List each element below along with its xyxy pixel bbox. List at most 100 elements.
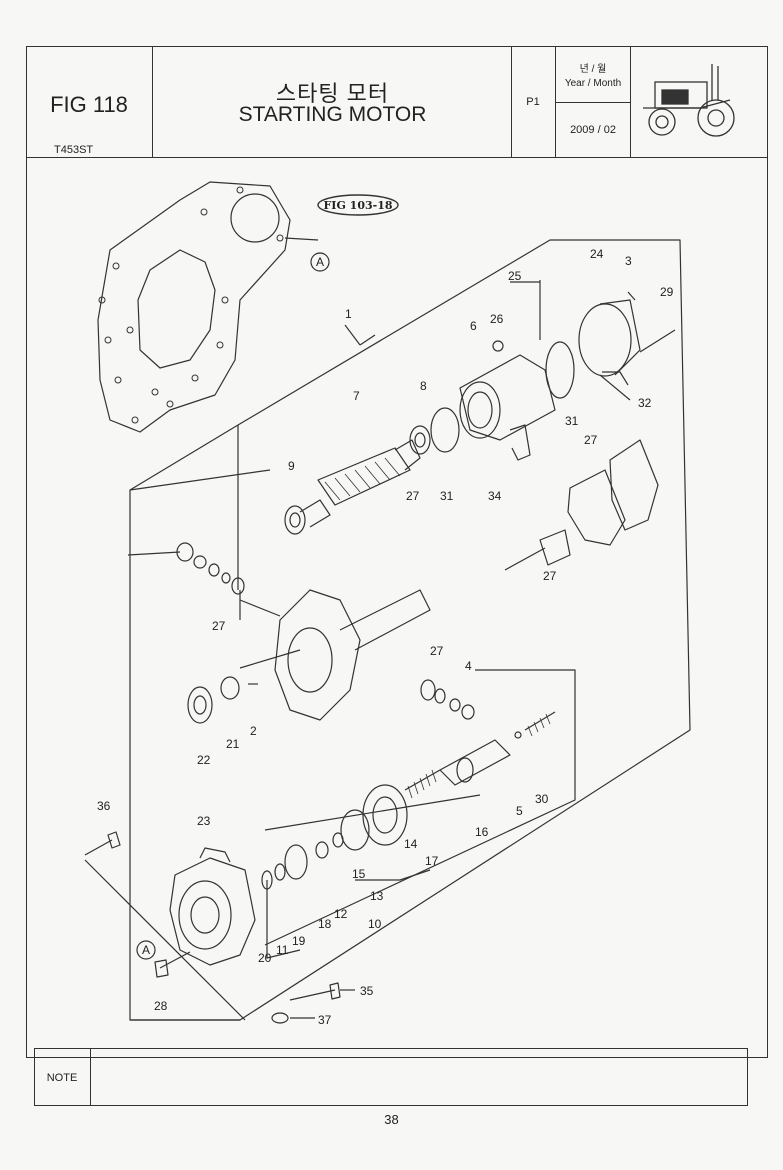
gasket-plate [567, 469, 626, 546]
brush-holder-34 [509, 424, 531, 461]
callout-25: 25 [508, 269, 522, 283]
callout-24: 24 [590, 247, 604, 261]
callout-18: 18 [318, 917, 332, 931]
drive-housing-23 [169, 857, 256, 966]
callout-23: 23 [197, 814, 211, 828]
note-label: NOTE [46, 1072, 78, 1084]
callout-7: 7 [353, 389, 360, 403]
callout-26: 26 [490, 312, 504, 326]
callout-34: 34 [488, 489, 502, 503]
title-english: STARTING MOTOR [238, 103, 427, 126]
armature [317, 447, 411, 506]
callout-9: 9 [288, 459, 295, 473]
pinion-gear-22 [187, 686, 213, 724]
callout-27-d: 27 [543, 569, 557, 583]
callout-1: 1 [345, 307, 352, 321]
spring-17 [404, 769, 441, 791]
callout-6: 6 [470, 319, 477, 333]
end-cover-24 [578, 303, 632, 377]
bolt-35 [289, 989, 336, 1001]
issue-date: 2009 / 02 [570, 124, 616, 136]
front-housing [274, 589, 361, 721]
assembly-bracket [129, 239, 691, 1021]
page-reference: P1 [526, 96, 540, 108]
marker-a-bottom [136, 940, 156, 960]
nut-washer-group-4 [420, 679, 475, 720]
page-number: 38 [384, 1112, 399, 1127]
callout-31-b: 31 [565, 414, 579, 428]
callout-27-a: 27 [212, 619, 226, 633]
fig-reference-oval [317, 194, 399, 216]
nut-washer-group-27 [176, 542, 245, 595]
marker-a-bottom-label: A [142, 943, 150, 957]
bearing-8 [409, 425, 431, 455]
callout-29: 29 [660, 285, 674, 299]
year-month-english: Year / Month [564, 78, 622, 89]
callout-37: 37 [318, 1013, 332, 1027]
callout-14: 14 [404, 837, 418, 851]
header-divider [152, 46, 153, 157]
callout-22: 22 [197, 753, 211, 767]
washer-11 [274, 863, 286, 881]
callout-4: 4 [465, 659, 472, 673]
figure-number: FIG 118 [50, 92, 128, 117]
callout-12: 12 [334, 907, 348, 921]
callout-2: 2 [250, 724, 257, 738]
callout-15: 15 [352, 867, 366, 881]
screw-3 [627, 291, 636, 301]
bolt-28 [159, 951, 191, 969]
callout-27-b: 27 [406, 489, 420, 503]
yoke [459, 354, 556, 441]
fig-reference-label: FIG 103-18 [323, 199, 392, 212]
flywheel-housing-plate [97, 181, 291, 433]
washer-37 [271, 1012, 289, 1024]
callout-17: 17 [425, 854, 439, 868]
callout-20: 20 [258, 951, 272, 965]
note-divider [90, 1048, 91, 1105]
callout-group: 1 2 3 4 5 6 7 8 9 10 11 12 13 14 15 16 1… [97, 247, 674, 1027]
clutch-14 [362, 784, 408, 846]
note-box [34, 1048, 748, 1106]
callout-36: 36 [97, 799, 111, 813]
callout-35: 35 [360, 984, 374, 998]
washer-12 [332, 832, 344, 848]
callout-32: 32 [638, 396, 652, 410]
callout-10: 10 [368, 917, 382, 931]
o-ring-31 [430, 407, 460, 453]
bolt-29 [639, 329, 676, 353]
callout-5: 5 [516, 804, 523, 818]
callout-27-c: 27 [584, 433, 598, 447]
bush-18 [315, 841, 329, 859]
callout-31-a: 31 [440, 489, 454, 503]
year-month-korean: 년 / 월 [579, 64, 607, 75]
header-divider [555, 46, 556, 157]
spring-30 [524, 711, 556, 731]
title-korean: 스타팅 모터 [275, 81, 390, 106]
callout-19: 19 [292, 934, 306, 948]
callout-13: 13 [370, 889, 384, 903]
callout-11: 11 [276, 943, 289, 957]
header-frame [26, 46, 768, 158]
callout-3: 3 [625, 254, 632, 268]
callout-8: 8 [420, 379, 427, 393]
o-ring-31b [545, 341, 575, 399]
marker-a-top-label: A [316, 255, 324, 269]
bolt-36 [84, 839, 113, 856]
header-divider [556, 102, 630, 103]
brush-26 [492, 340, 504, 352]
ball-5 [514, 731, 522, 739]
marker-a-top [310, 252, 330, 272]
callout-30: 30 [535, 792, 549, 806]
callout-27-e: 27 [430, 644, 444, 658]
model-code: T453ST [54, 144, 94, 156]
collar-21 [220, 676, 240, 700]
callout-21: 21 [226, 737, 240, 751]
callout-28: 28 [154, 999, 168, 1013]
gear-19 [284, 844, 308, 880]
callout-16: 16 [475, 825, 489, 839]
gear-15 [340, 809, 370, 851]
bearing-9 [284, 505, 306, 535]
pinion-shaft-16 [439, 739, 511, 786]
header-divider [511, 46, 512, 157]
